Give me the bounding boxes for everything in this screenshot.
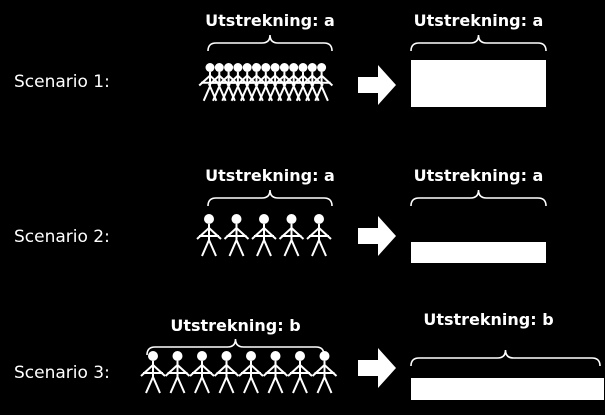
result-group: Utstrekning: a	[410, 166, 547, 263]
result-extent-label: Utstrekning: a	[414, 166, 544, 185]
stick-figure-icon	[287, 351, 313, 394]
stick-figure-icon	[310, 63, 334, 102]
scenario-label: Scenario 2:	[14, 227, 110, 247]
scenario-row-1: Scenario 1: Utstrekning: a Utstrekning: a	[14, 11, 547, 107]
people-group: Utstrekning: a	[196, 166, 335, 257]
stick-figure-icon	[164, 351, 191, 394]
stick-figure-icon	[213, 351, 240, 394]
stick-figure-icon	[311, 351, 338, 394]
right-arrow-icon	[358, 348, 396, 388]
stick-figure-icon	[235, 63, 259, 102]
people-extent-brace	[207, 189, 333, 207]
stick-figure-icon	[189, 351, 215, 394]
result-extent-label: Utstrekning: a	[414, 11, 544, 30]
scenario-row-2: Scenario 2: Utstrekning: a Utstrekning: a	[14, 166, 547, 263]
right-arrow-icon	[358, 216, 396, 256]
stick-figure-icon	[217, 63, 241, 102]
stick-figure-icon	[251, 214, 277, 257]
stick-figure-icon	[291, 63, 315, 102]
result-extent-brace	[410, 349, 601, 367]
stick-figure-icon	[196, 214, 222, 257]
result-bar	[411, 378, 604, 400]
result-group: Utstrekning: a	[410, 11, 547, 107]
people-extent-brace	[207, 34, 333, 52]
stick-figure-icon	[262, 351, 289, 394]
result-bar	[411, 242, 546, 263]
stick-figure-icon	[140, 351, 166, 394]
right-arrow-icon	[358, 65, 396, 105]
result-extent-label: Utstrekning: b	[423, 310, 553, 329]
people-group: Utstrekning: a	[198, 11, 335, 102]
scenario-label: Scenario 1:	[14, 72, 110, 92]
stick-figure-icon	[238, 351, 264, 394]
stick-figure-icon	[278, 214, 305, 257]
people-extent-label: Utstrekning: a	[205, 11, 335, 30]
people-extent-brace	[146, 338, 325, 356]
stick-figure-icon	[223, 214, 250, 257]
result-extent-brace	[410, 189, 547, 207]
people-group: Utstrekning: b	[140, 316, 338, 394]
scenario-row-3: Scenario 3: Utstrekning: b Utstrekning: b	[14, 310, 604, 400]
result-extent-brace	[410, 34, 547, 52]
result-bar	[411, 60, 546, 107]
result-group: Utstrekning: b	[410, 310, 604, 400]
people-extent-label: Utstrekning: b	[170, 316, 300, 335]
people-extent-label: Utstrekning: a	[205, 166, 335, 185]
stick-figure-icon	[306, 214, 332, 257]
scenario-label: Scenario 3:	[14, 363, 110, 383]
